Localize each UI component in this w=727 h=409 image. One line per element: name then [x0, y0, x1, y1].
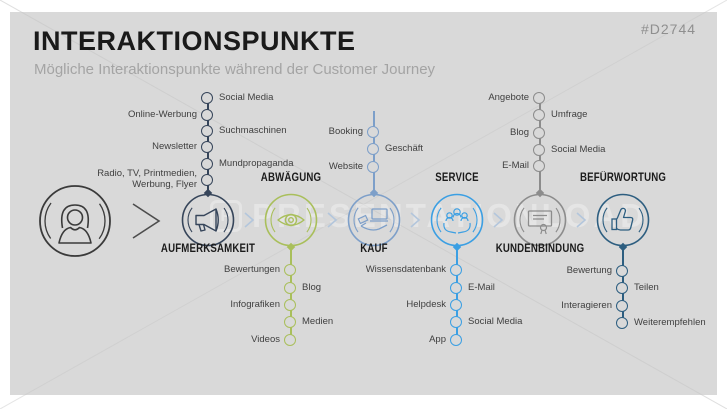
touchpoint-node [533, 144, 545, 156]
page-title: INTERAKTIONSPUNKTE [33, 26, 356, 56]
touchpoint-node [533, 92, 545, 104]
touchpoint-node [284, 264, 296, 276]
touchpoint-label: Blog [302, 282, 322, 293]
chevron-right-icon [493, 212, 504, 228]
touchpoint-node [284, 299, 296, 311]
touchpoint-label: App [429, 334, 446, 345]
purchase-icon [347, 193, 401, 247]
touchpoint-node [450, 264, 462, 276]
touchpoint-label: Wissensdatenbank [365, 264, 446, 275]
touchpoint-node [450, 334, 462, 346]
touchpoint-label: Blog [509, 127, 529, 138]
touchpoint-node [616, 300, 628, 312]
touchpoint-node [201, 158, 213, 170]
touchpoint-node [367, 161, 379, 173]
touchpoint-label: Social Media [468, 316, 523, 327]
touchpoint-node [616, 265, 628, 277]
touchpoint-label: Newsletter [152, 141, 197, 152]
touchpoint-node [533, 127, 545, 139]
touchpoint-label: Online-Werbung [127, 109, 197, 120]
touchpoint-node [367, 126, 379, 138]
chevron-right-icon [132, 203, 161, 239]
touchpoint-node [533, 160, 545, 172]
touchpoint-node [616, 282, 628, 294]
touchpoint-label: Booking [328, 126, 363, 137]
eye-icon [264, 193, 318, 247]
touchpoint-label: Radio, TV, Printmedien, Werbung, Flyer [97, 168, 197, 190]
page-subtitle: Mögliche Interaktionspunkte während der … [34, 61, 436, 78]
touchpoint-label: Suchmaschinen [219, 125, 287, 136]
chevron-right-icon [410, 212, 421, 228]
touchpoint-label: Infografiken [230, 299, 280, 310]
touchpoint-label: Mundpropaganda [219, 158, 294, 169]
touchpoint-node [284, 334, 296, 346]
touchpoint-label: Weiterempfehlen [634, 317, 706, 328]
touchpoint-node [284, 282, 296, 294]
touchpoint-node [367, 143, 379, 155]
touchpoint-label: Website [328, 161, 363, 172]
template-code: #D2744 [641, 21, 697, 37]
touchpoint-label: E-Mail [502, 160, 529, 171]
touchpoint-node [201, 141, 213, 153]
touchpoint-label: Umfrage [551, 109, 588, 120]
thumbs-up-icon [596, 193, 650, 247]
stage-label-aufmerksamkeit: AUFMERKSAMKEIT [160, 243, 256, 255]
touchpoint-node [201, 174, 213, 186]
touchpoint-label: Bewertungen [224, 264, 280, 275]
chevron-right-icon [576, 212, 587, 228]
touchpoint-label: Bewertung [566, 265, 612, 276]
touchpoint-label: Teilen [634, 282, 659, 293]
touchpoint-node [201, 125, 213, 137]
touchpoint-node [450, 282, 462, 294]
touchpoint-label: Geschäft [385, 143, 424, 154]
touchpoint-label: Medien [302, 316, 334, 327]
touchpoint-node [450, 316, 462, 328]
touchpoint-node [450, 299, 462, 311]
certificate-icon [513, 193, 567, 247]
touchpoint-label: Interagieren [561, 300, 612, 311]
stage-label-service: SERVICE [435, 172, 479, 184]
touchpoint-label: Helpdesk [406, 299, 446, 310]
touchpoint-label: Social Media [551, 144, 606, 155]
touchpoint-node [284, 316, 296, 328]
touchpoint-label: Angebote [488, 92, 529, 103]
stage-label-befuerwortung: BEFÜRWORTUNG [579, 172, 667, 184]
stage-label-kauf: KAUF [360, 243, 388, 255]
customer-icon [39, 185, 111, 257]
stage-label-kundenbindung: KUNDENBINDUNG [495, 243, 585, 255]
touchpoint-label: E-Mail [468, 282, 495, 293]
support-icon [430, 193, 484, 247]
touchpoint-node [201, 109, 213, 121]
megaphone-icon [181, 193, 235, 247]
touchpoint-label: Social Media [219, 92, 274, 103]
stage-label-abwaegung: ABWÄGUNG [260, 172, 322, 184]
chevron-right-icon [327, 212, 338, 228]
touchpoint-node [201, 92, 213, 104]
touchpoint-node [616, 317, 628, 329]
touchpoint-label: Videos [251, 334, 280, 345]
touchpoint-node [533, 109, 545, 121]
chevron-right-icon [244, 212, 255, 228]
